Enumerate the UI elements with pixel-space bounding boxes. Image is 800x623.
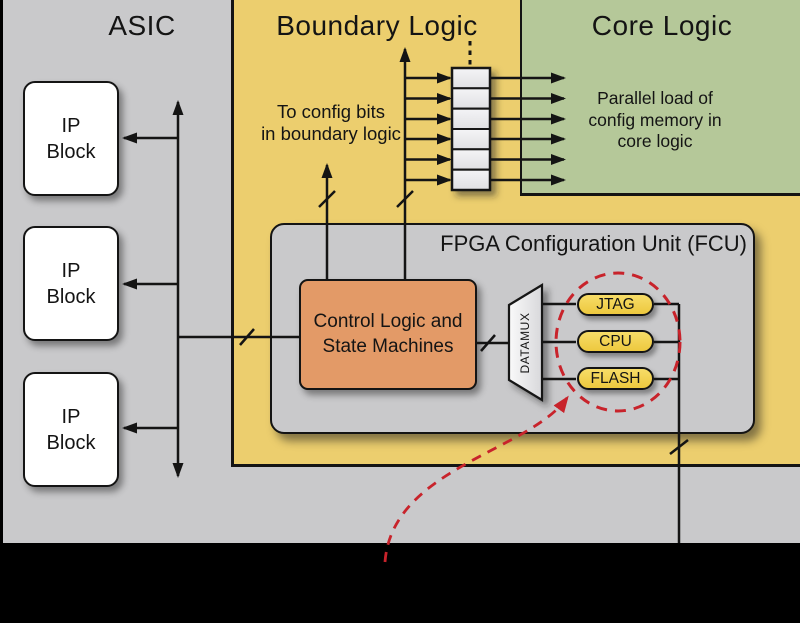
annotation-to-config-bits: To config bits in boundary logic [261, 101, 401, 144]
ip-block: IP Block [23, 372, 119, 487]
boundary-logic-title: Boundary Logic [276, 10, 478, 41]
ip-block: IP Block [23, 81, 119, 196]
fcu-title: FPGA Configuration Unit (FCU) [440, 231, 747, 256]
flash-label: FLASH [590, 369, 641, 387]
ip-block-label: IP Block [46, 259, 96, 308]
asic-title: ASIC [108, 10, 176, 41]
cpu-label: CPU [599, 332, 632, 350]
annotation-parallel-load: Parallel load of config memory in core l… [588, 88, 722, 151]
ip-block-label: IP Block [46, 405, 96, 454]
cpu-pill: CPU [577, 330, 654, 353]
control-logic-label: Control Logic and State Machines [313, 311, 463, 357]
core-logic-title: Core Logic [591, 10, 733, 41]
jtag-label: JTAG [596, 295, 635, 313]
flash-pill: FLASH [577, 367, 654, 390]
ip-block-label: IP Block [46, 114, 96, 163]
jtag-pill: JTAG [577, 293, 654, 316]
ip-block: IP Block [23, 226, 119, 341]
control-logic-box: Control Logic and State Machines [299, 279, 477, 390]
